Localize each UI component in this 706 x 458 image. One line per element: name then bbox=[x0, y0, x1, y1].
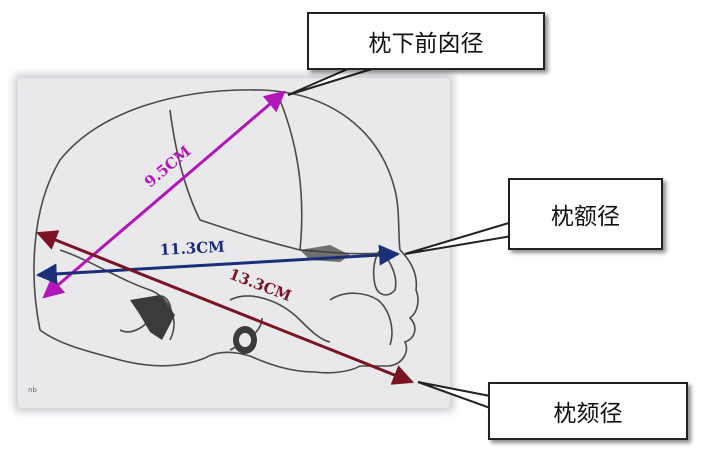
callout-occipitofrontal-label: 枕额径 bbox=[551, 204, 620, 230]
small-mark: nb bbox=[28, 386, 37, 394]
callout-suboccipitobregmatic: 枕下前囟径 bbox=[307, 12, 545, 70]
callout-occipitomental: 枕颏径 bbox=[488, 382, 688, 440]
image-panel bbox=[18, 78, 450, 408]
skull-ear-hole bbox=[239, 333, 251, 347]
callout-occipitofrontal: 枕额径 bbox=[508, 178, 663, 250]
occipitomental-line bbox=[36, 230, 414, 385]
callout-suboccipitobregmatic-label: 枕下前囟径 bbox=[368, 31, 484, 57]
occipitofrontal-value: 11.3CM bbox=[159, 238, 225, 259]
callout-occipitomental-label: 枕颏径 bbox=[553, 401, 623, 427]
